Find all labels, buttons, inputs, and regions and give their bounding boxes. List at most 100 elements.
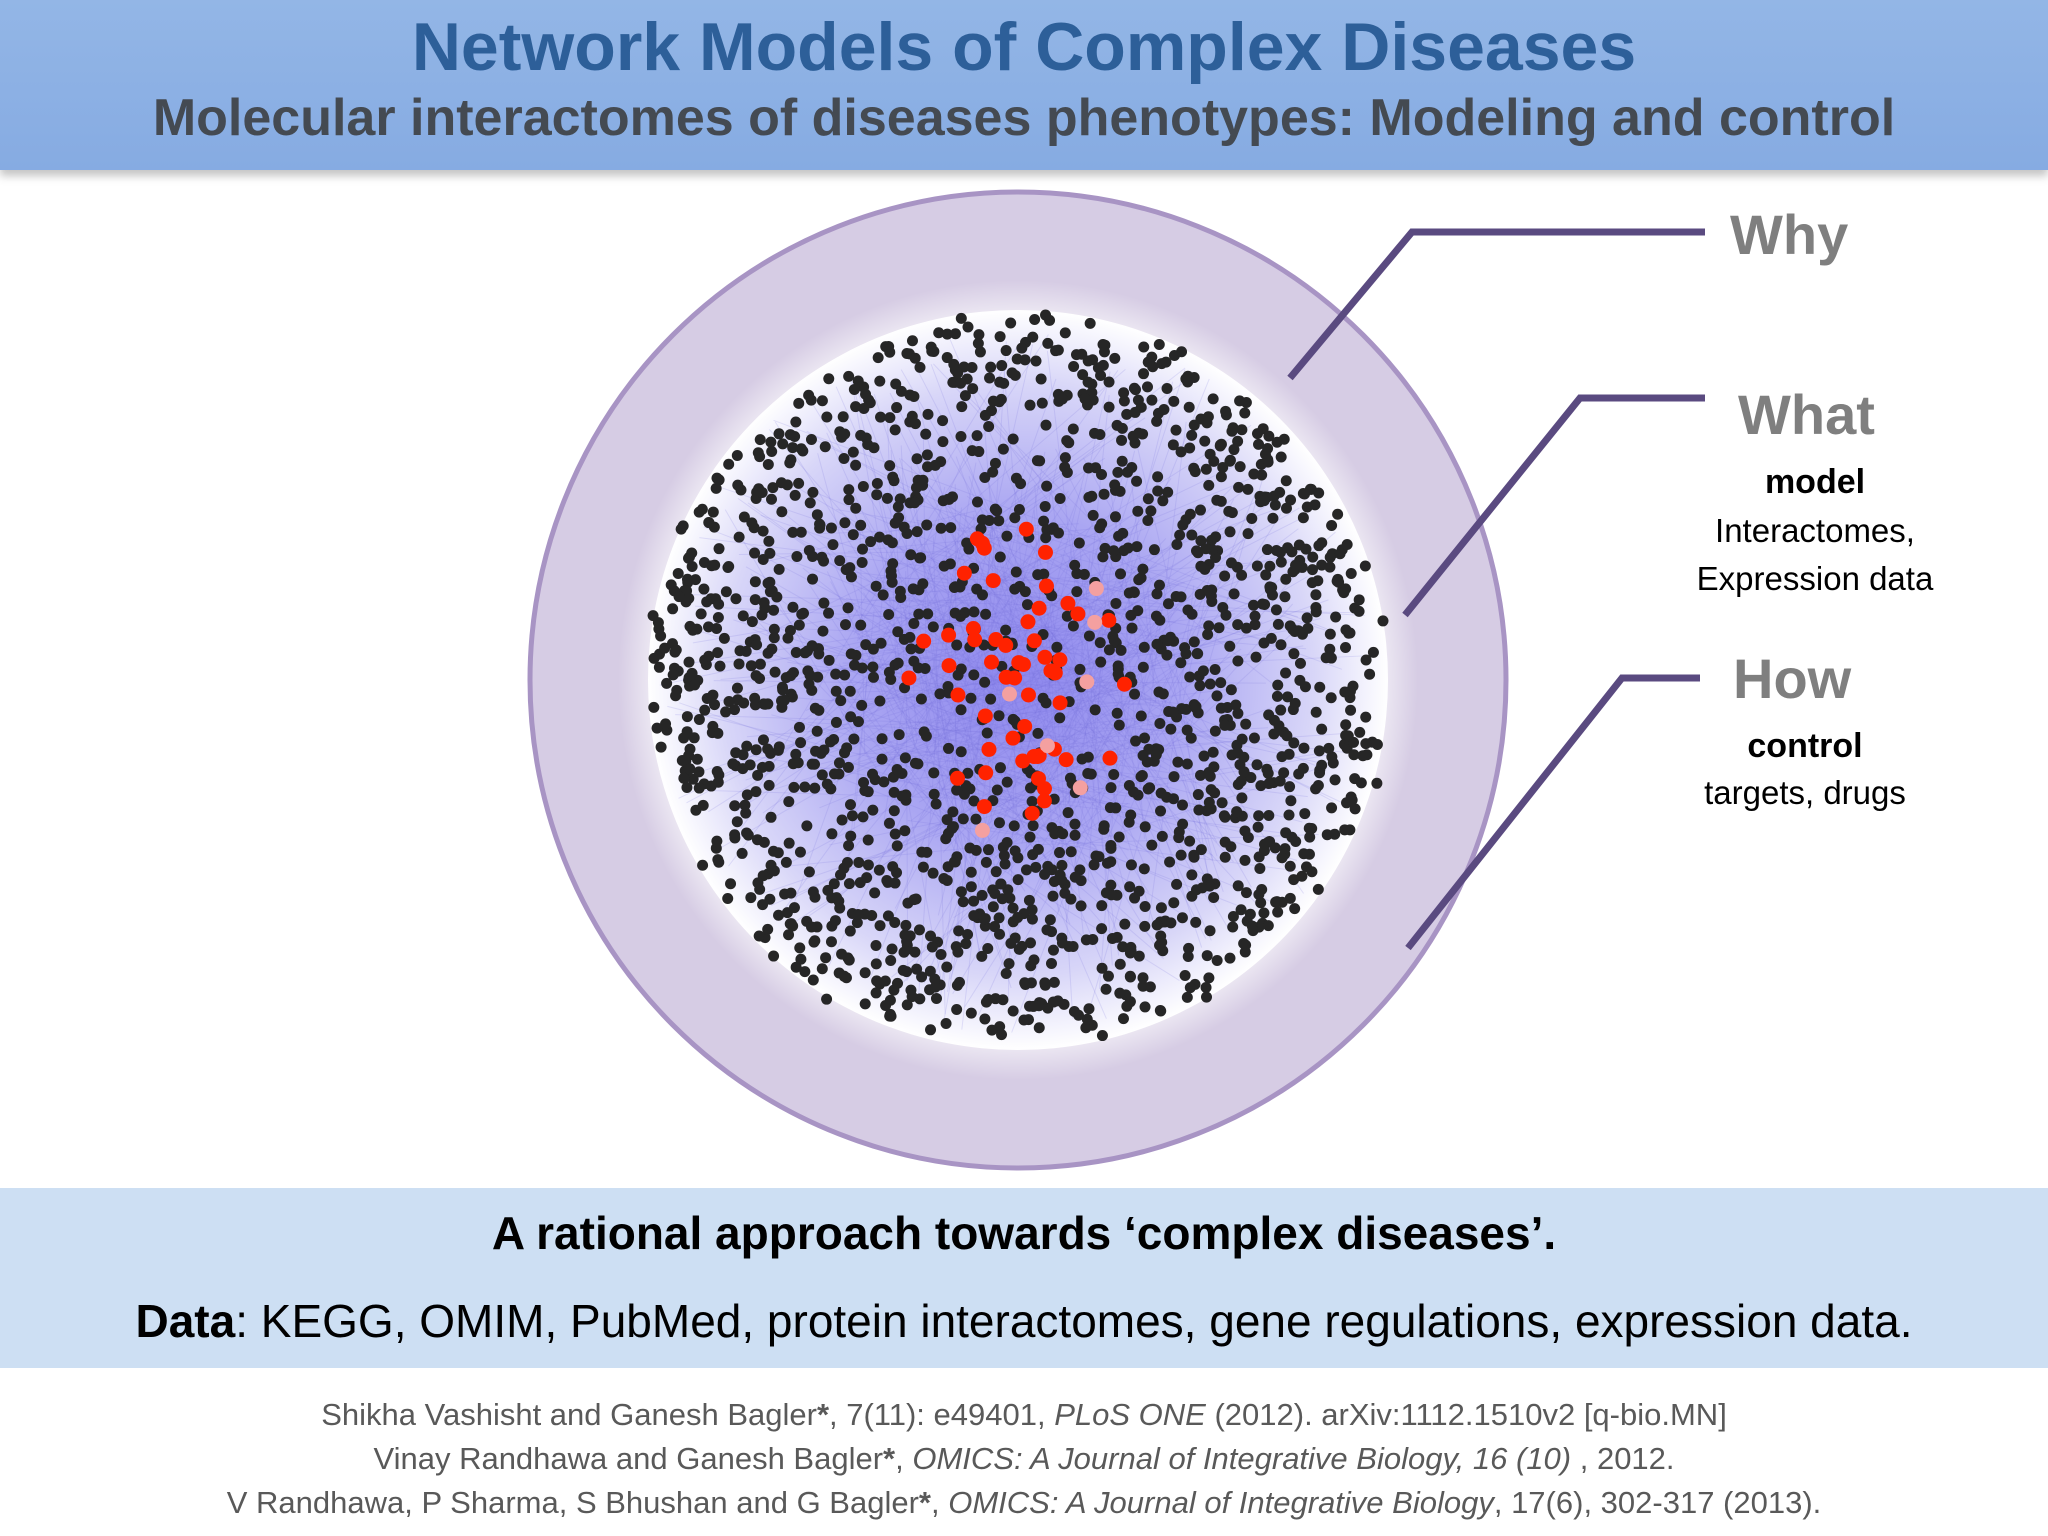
network-node [1341, 539, 1353, 551]
slide-header: Network Models of Complex Diseases Molec… [0, 0, 2048, 170]
network-node [1151, 415, 1163, 427]
network-node [845, 711, 857, 723]
network-node [980, 856, 992, 868]
network-node [1299, 808, 1311, 820]
network-node [1276, 751, 1288, 763]
network-node [741, 789, 753, 801]
network-node [1039, 977, 1051, 989]
network-node [1029, 314, 1041, 326]
network-edge [951, 646, 972, 762]
network-node [1083, 1003, 1095, 1015]
network-node [771, 591, 783, 603]
network-node [894, 585, 906, 597]
network-node [818, 597, 830, 609]
network-node [1234, 461, 1246, 473]
network-node [1181, 724, 1193, 736]
network-node [904, 631, 916, 643]
network-node [1332, 508, 1344, 520]
network-edge [1011, 643, 1169, 813]
network-node [987, 466, 999, 478]
network-node [672, 567, 684, 579]
network-node [886, 576, 898, 588]
network-node [691, 753, 703, 765]
network-edge [1009, 545, 1322, 629]
network-node [697, 799, 709, 811]
network-node [1042, 337, 1054, 349]
network-node [1157, 495, 1169, 507]
network-node [1167, 706, 1179, 718]
network-node [982, 943, 994, 955]
how-control-label: control [1747, 727, 1863, 765]
network-node [1125, 809, 1137, 821]
network-node [1012, 874, 1024, 886]
network-node [952, 367, 964, 379]
network-node [1253, 438, 1265, 450]
network-node [999, 858, 1011, 870]
network-node [929, 981, 941, 993]
network-node [1138, 732, 1150, 744]
network-node [710, 482, 722, 494]
network-node [1103, 644, 1115, 656]
network-node [749, 547, 761, 559]
network-edge [730, 653, 963, 684]
network-edge [1063, 549, 1304, 894]
network-node [1096, 900, 1108, 912]
network-edge [907, 727, 1053, 736]
network-node [1024, 399, 1036, 411]
network-node [1238, 751, 1250, 763]
network-node [1042, 1002, 1054, 1014]
network-node [1114, 987, 1126, 999]
network-node [882, 534, 894, 546]
what-connector [1402, 394, 1705, 618]
network-node [942, 680, 954, 692]
network-node [795, 737, 807, 749]
network-node [821, 411, 833, 423]
network-node [754, 658, 766, 670]
network-edge [943, 707, 999, 1023]
network-node [809, 758, 821, 770]
network-node [1114, 568, 1126, 580]
network-node [797, 445, 809, 457]
network-node [922, 408, 934, 420]
network-node [799, 966, 811, 978]
network-node [723, 561, 735, 573]
network-node [791, 551, 803, 563]
disease-node [1037, 544, 1053, 560]
network-node [783, 796, 795, 808]
network-node [1161, 382, 1173, 394]
network-node [1059, 461, 1071, 473]
network-node [995, 878, 1007, 890]
network-node [1302, 622, 1314, 634]
network-node [729, 800, 741, 812]
network-node [955, 746, 967, 758]
network-node [1324, 561, 1336, 573]
network-node [1125, 859, 1137, 871]
network-node [1004, 892, 1016, 904]
network-node [1353, 594, 1365, 606]
network-node [1208, 455, 1220, 467]
network-edge [1063, 723, 1126, 755]
network-edge [793, 628, 908, 634]
network-node [1176, 912, 1188, 924]
network-node [1084, 317, 1096, 329]
network-node [1165, 917, 1177, 929]
network-node [906, 335, 918, 347]
network-node [783, 837, 795, 849]
network-node [989, 457, 1001, 469]
reference-2: Vinay Randhawa and Ganesh Bagler*, OMICS… [0, 1437, 2048, 1481]
network-node [904, 389, 916, 401]
network-node [905, 643, 917, 655]
network-node [1047, 944, 1059, 956]
network-node [1256, 598, 1268, 610]
network-edge [907, 819, 1298, 872]
network-node [1251, 428, 1263, 440]
network-edge [810, 400, 1066, 819]
network-node [1324, 643, 1336, 655]
network-node [857, 811, 869, 823]
network-node [976, 589, 988, 601]
network-node [1329, 828, 1341, 840]
network-node [701, 596, 713, 608]
network-node [1183, 401, 1195, 413]
network-node [1041, 924, 1053, 936]
network-node [1013, 504, 1025, 516]
